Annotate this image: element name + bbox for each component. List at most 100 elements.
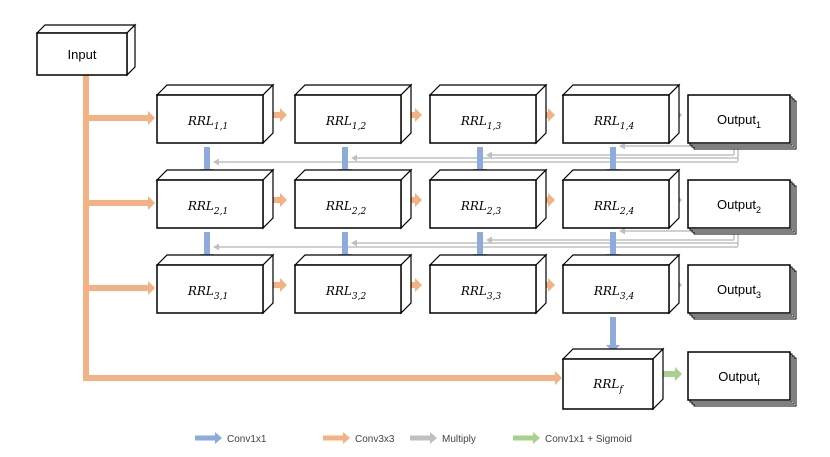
rrl-label-1-1: RRL1,1 — [187, 114, 228, 132]
rrl-label-3-4: RRL3,4 — [593, 284, 635, 302]
block-side-face — [400, 168, 412, 230]
rrl-label-1-2-subscript: 1,2 — [352, 122, 367, 132]
conv3x3-arrow-row-1-1 — [271, 108, 287, 122]
rrl-block-1-1: RRL1,1 — [155, 83, 275, 145]
rrl-block-1-2: RRL1,2 — [293, 83, 413, 145]
legend-item-4: Conv1x1 + Sigmoid — [513, 432, 632, 445]
rrl-label-2-2-subscript: 2,2 — [351, 207, 367, 217]
rrl-block-1-3: RRL1,3 — [428, 83, 548, 145]
rrl-block-3-3: RRL3,3 — [428, 253, 548, 315]
output-label-3: Output3 — [717, 282, 761, 300]
block-front-face — [156, 264, 264, 314]
input-label: Input — [68, 47, 97, 62]
block-front-face — [562, 179, 670, 229]
legend-label: Conv1x1 — [227, 434, 267, 445]
rrl-label-final: RRLf — [592, 377, 624, 395]
legend-item-3: Multiply — [410, 432, 476, 445]
block-side-face — [400, 253, 412, 315]
block-side-face — [535, 83, 547, 145]
rrl-block-2-2: RRL2,2 — [293, 168, 413, 230]
rrl-label-1-4-subscript: 1,4 — [620, 122, 635, 132]
block-side-face — [535, 168, 547, 230]
block-top-face — [155, 254, 275, 266]
output-front — [687, 264, 791, 314]
block-top-face — [293, 84, 413, 96]
legend-label: Multiply — [442, 434, 476, 445]
rrl-block-2-1: RRL2,1 — [155, 168, 275, 230]
rrl-label-1-4: RRL1,4 — [593, 114, 635, 132]
rrl-label-3-4-subscript: 3,4 — [620, 292, 635, 302]
legend-label: Conv1x1 + Sigmoid — [545, 434, 632, 445]
output-front — [687, 179, 791, 229]
multiply-arrow — [213, 243, 738, 251]
block-top-face — [428, 84, 548, 96]
rrl-label-1-1-subscript: 1,1 — [214, 122, 228, 132]
output-label-final-base: Output — [718, 369, 757, 384]
conv1x1-arrow-to-final — [606, 317, 620, 352]
block-top-face — [561, 84, 681, 96]
multiply-arrow — [213, 158, 738, 166]
rrl-label-1-2-base: RRL — [325, 114, 352, 128]
output-box-2: Output2 — [687, 179, 797, 235]
block-front-face — [294, 179, 402, 229]
output-front — [687, 351, 791, 401]
block-side-face — [668, 83, 680, 145]
rrl-label-1-4-base: RRL — [593, 114, 620, 128]
block-front-face — [294, 264, 402, 314]
rrl-label-final-subscript: f — [618, 385, 624, 395]
output-front — [687, 94, 791, 144]
block-side-face — [262, 83, 274, 145]
rrl-label-final-base: RRL — [592, 377, 619, 391]
conv3x3-arrow-row-3-1 — [271, 278, 287, 292]
multiply-arrow — [351, 239, 738, 247]
output-label-final: Outputf — [718, 369, 760, 387]
rrl-label-1-2: RRL1,2 — [325, 114, 367, 132]
rrl-label-3-3: RRL3,3 — [460, 284, 502, 302]
block-top-face — [155, 169, 275, 181]
rrl-label-2-3-base: RRL — [460, 199, 487, 213]
legend-item-2: Conv3x3 — [323, 432, 395, 445]
block-side-face — [652, 347, 664, 411]
block-front-face — [294, 94, 402, 144]
rrl-label-2-1: RRL2,1 — [187, 199, 228, 217]
rrl-label-3-2-base: RRL — [325, 284, 352, 298]
block-top-face — [561, 348, 665, 360]
rrl-label-2-1-subscript: 2,1 — [213, 207, 228, 217]
block-side-face — [126, 23, 136, 77]
block-side-face — [668, 168, 680, 230]
block-side-face — [668, 253, 680, 315]
output-label-3-subscript: 3 — [756, 290, 761, 300]
output-label-3-base: Output — [717, 282, 756, 297]
rrl-label-2-4-subscript: 2,4 — [619, 207, 635, 217]
rrl-block-3-1: RRL3,1 — [155, 253, 275, 315]
output-box-1: Output1 — [687, 94, 797, 150]
rrl-label-2-4: RRL2,4 — [593, 199, 635, 217]
legend-swatch — [323, 435, 343, 441]
output-label-2-subscript: 2 — [756, 205, 761, 215]
output-label-1-subscript: 1 — [756, 120, 761, 130]
block-top-face — [293, 254, 413, 266]
output-label-1-base: Output — [717, 112, 756, 127]
rrl-label-2-2-base: RRL — [325, 199, 352, 213]
block-front-face — [562, 94, 670, 144]
legend-arrow-head — [215, 432, 222, 444]
rrl-label-3-3-base: RRL — [460, 284, 487, 298]
legend-label: Conv3x3 — [355, 434, 395, 445]
conv3x3-arrow-input-row-2 — [83, 196, 155, 210]
output-box-final: Outputf — [687, 351, 797, 407]
rrl-block-2-3: RRL2,3 — [428, 168, 548, 230]
rrl-label-1-1-base: RRL — [187, 114, 214, 128]
conv3x3-arrow-input-row-1 — [83, 111, 155, 125]
sigmoid-arrow-final — [662, 367, 682, 381]
conv3x3-arrow-input-row-3 — [83, 281, 155, 295]
input-trunk-line — [83, 72, 89, 381]
rrl-label-2-2: RRL2,2 — [325, 199, 367, 217]
rrl-block-3-4: RRL3,4 — [561, 253, 681, 315]
block-side-face — [262, 168, 274, 230]
conv3x3-arrow-row-1-2 — [409, 108, 422, 122]
legend-swatch — [410, 435, 430, 441]
output-box-3: Output3 — [687, 264, 797, 320]
block-side-face — [262, 253, 274, 315]
rrl-label-3-1-subscript: 3,1 — [214, 292, 228, 302]
